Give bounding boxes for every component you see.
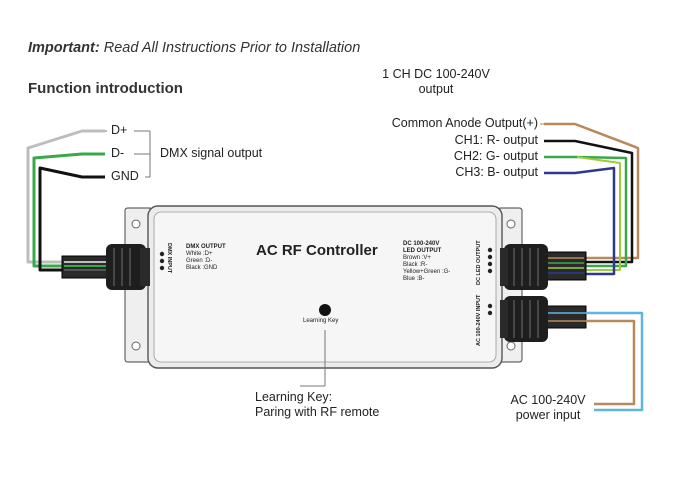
dmx-indicator-dots [159,251,165,271]
ac-input-line2: power input [515,408,581,422]
led-panel-line: Brown :V+ [403,255,431,261]
led-panel-title: LED OUTPUT [403,248,442,254]
section-title: Function introduction [28,80,183,97]
led-output-title-line1: 1 CH DC 100-240V [382,67,490,81]
ac-side-label: AC 100-240V INPUT [476,294,482,346]
dmx-panel-title: DMX OUTPUT [186,244,226,250]
dmx-cable-gland [106,244,150,290]
led-cable-gland [500,244,548,290]
controller-title: AC RF Controller [256,242,378,259]
dmx-pin-dplus: D+ [111,123,128,137]
dmx-panel-line: Black :GND [186,265,218,271]
dmx-output-panel: DMX OUTPUT White :D+ Green :D- Black :GN… [186,244,226,272]
learning-key-small-label: Learning Key [303,318,339,324]
dmx-signal-label: DMX signal output [160,146,263,160]
learning-key-button[interactable] [319,304,331,316]
ac-input-description: AC 100-240V power input [500,393,596,423]
dmx-pin-gnd: GND [111,169,139,183]
common-anode-label: Common Anode Output(+) [391,116,538,130]
important-note: Important: Read All Instructions Prior t… [28,40,360,56]
learning-key-line2: Paring with RF remote [255,405,380,419]
ac-cable-gland [500,296,548,342]
learning-key-line1: Learning Key: [255,390,333,404]
important-text: Read All Instructions Prior to Installat… [103,40,361,56]
dmx-panel-line: White :D+ [186,251,213,257]
led-side-label: DC LED OUTPUT [476,240,482,285]
dmx-wires [26,129,109,279]
led-output-wires [544,122,640,281]
dmx-side-label: DMX INPUT [166,243,172,274]
led-output-title: 1 CH DC 100-240V output [376,67,496,97]
ch1-label: CH1: R- output [454,133,538,147]
dmx-pin-dminus: D- [111,146,125,160]
ch3-label: CH3: B- output [455,165,538,179]
controller-body [124,205,523,369]
led-output-title-line2: output [418,82,454,96]
dmx-label-bracket [105,130,151,178]
led-panel-line: Yellow+Green :G- [403,269,451,275]
ac-input-line1: AC 100-240V [510,393,586,407]
led-panel-line: Black :R- [403,262,428,268]
ch2-label: CH2: G- output [453,149,538,163]
dmx-panel-line: Green :D- [186,258,213,264]
ac-indicator-dots [487,303,493,316]
led-panel-title: DC 100-240V [403,241,440,247]
led-output-panel: DC 100-240V LED OUTPUT Brown :V+ Black :… [403,241,450,283]
important-prefix: Important: [28,40,100,56]
learning-key-description: Learning Key: Paring with RF remote [255,390,379,420]
led-panel-line: Blue :B- [403,276,425,282]
led-indicator-dots [487,247,493,274]
ac-input-wires [545,305,644,412]
